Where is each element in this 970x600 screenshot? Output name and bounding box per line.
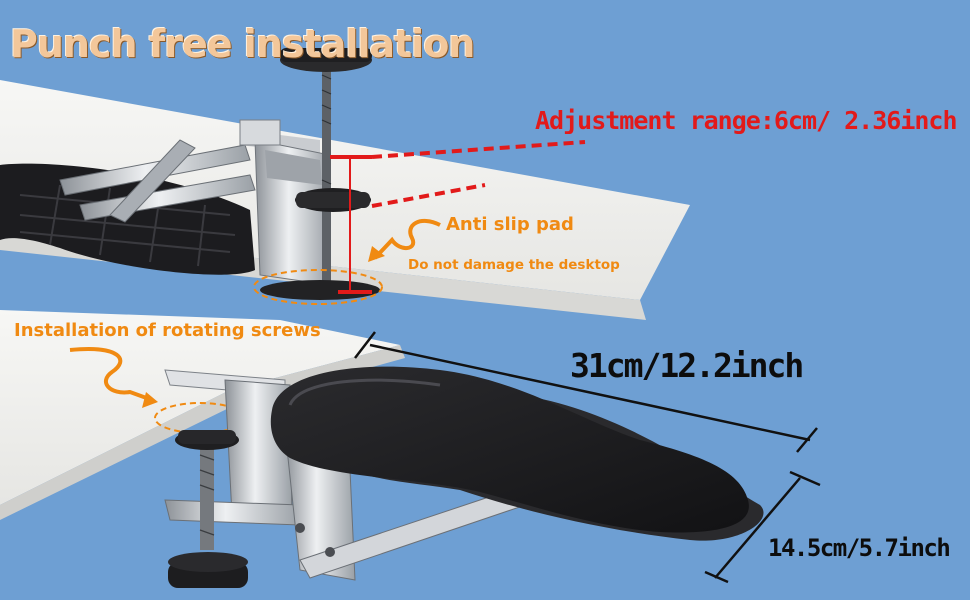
width-label: 14.5cm/5.7inch [768,534,951,562]
adjustment-range-indicator [330,140,586,294]
anti-slip-arrowhead [368,246,385,262]
rotating-screw-arrowhead [142,392,158,408]
upper-swing-arms [59,139,256,223]
rotating-screw-arrow [69,347,153,402]
headline: Punch free installation [10,22,475,66]
adjustment-range-label: Adjustment range:6cm/ 2.36inch [535,106,958,135]
upper-clamp [239,119,331,286]
anti-slip-arrow [373,218,441,260]
rotating-screws-label: Installation of rotating screws [14,320,321,341]
desk-top-lower [0,310,400,505]
lower-clamp [164,369,301,588]
armrest-pad-highlight [288,378,441,406]
desk-edge-lower [0,345,405,520]
armrest-pad [270,366,749,533]
width-dimension-line [704,470,821,584]
upper-screw [260,48,380,300]
length-label: 31cm/12.2inch [570,346,804,385]
length-dimension-line [354,331,818,453]
anti-slip-highlight [253,269,383,305]
no-damage-label: Do not damage the desktop [408,257,620,273]
anti-slip-label: Anti slip pad [446,214,574,235]
